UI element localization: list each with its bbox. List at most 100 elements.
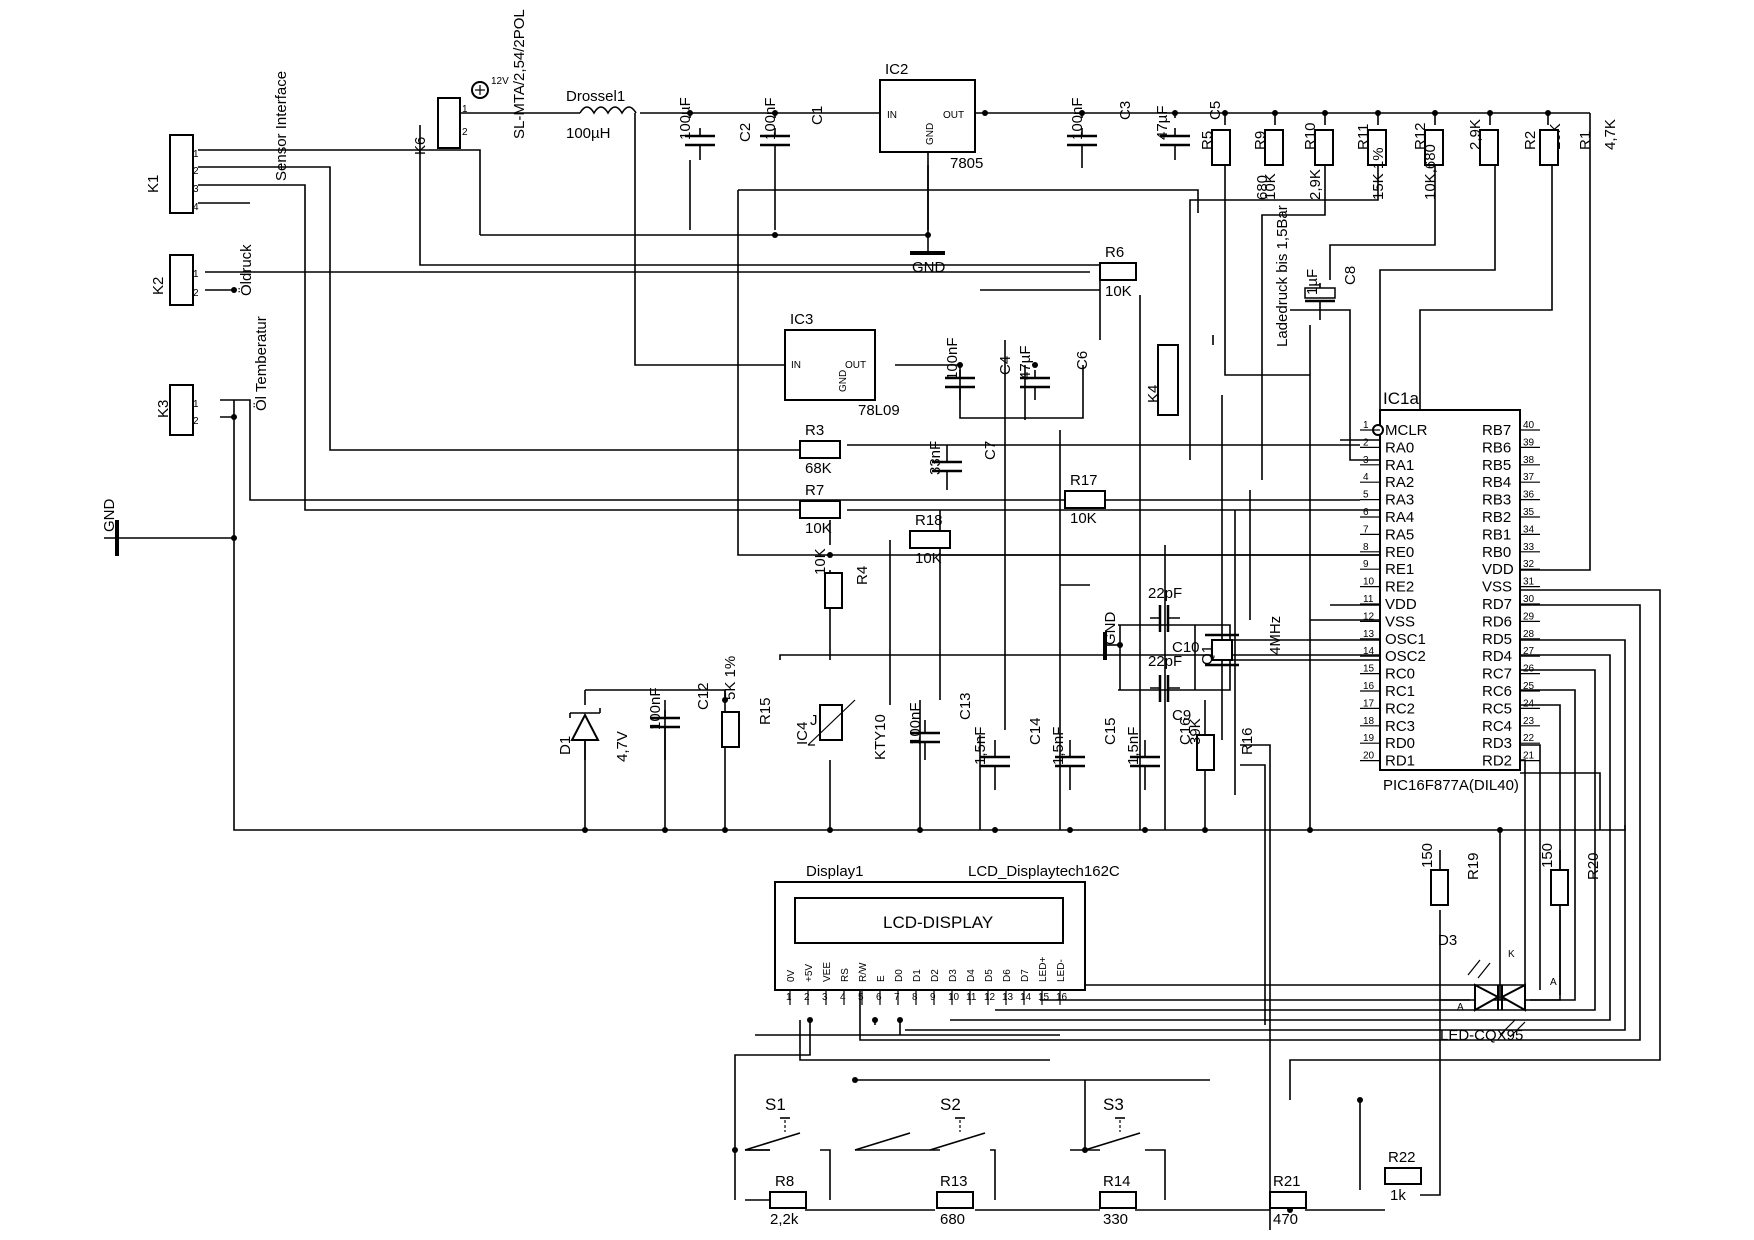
lcd-pin-label: LED+: [1038, 957, 1049, 982]
svg-text:Öl Temberatur: Öl Temberatur: [252, 316, 270, 411]
mcu-pin-label: RC4: [1482, 718, 1512, 735]
mcu-pin-label: VSS: [1385, 613, 1415, 630]
resistor-r14: R14 330: [1099, 1173, 1137, 1228]
mcu-pin-number: 22: [1523, 733, 1535, 744]
svg-text:PIC16F877A(DIL40): PIC16F877A(DIL40): [1383, 777, 1519, 794]
connector-k2: K2 Öldruck: [150, 244, 255, 306]
svg-text:R8: R8: [775, 1173, 794, 1190]
mcu-pin-label: RD0: [1385, 735, 1415, 752]
connector-k3: K3 Öl Temberatur: [155, 316, 270, 436]
svg-text:C8: C8: [1342, 266, 1359, 285]
svg-text:10K: 10K: [1105, 283, 1132, 300]
lcd-pin-number: 16: [1056, 992, 1068, 1003]
svg-text:12V: 12V: [491, 76, 509, 87]
lcd-pin-number: 2: [804, 992, 810, 1003]
svg-text:C4: C4: [997, 356, 1014, 375]
svg-text:150: 150: [1539, 843, 1556, 868]
svg-text:10K: 10K: [805, 520, 832, 537]
mcu-pin-number: 9: [1363, 559, 1369, 570]
svg-text:OUT: OUT: [943, 110, 964, 121]
regulator-ic3: IC3 IN OUT GND 78L09: [784, 311, 900, 419]
lcd-pin-label: RS: [840, 968, 851, 982]
lcd-pin-label: D6: [1002, 969, 1013, 982]
capacitor-c3: 100nF C3: [1067, 97, 1134, 160]
lcd-screen-label: LCD-DISPLAY: [883, 913, 993, 932]
mcu-pin-number: 6: [1363, 507, 1369, 518]
svg-text:R18: R18: [915, 512, 943, 529]
svg-text:R1: R1: [1577, 131, 1594, 150]
svg-text:R17: R17: [1070, 472, 1098, 489]
svg-text:SL-MTA/2,54/2POL: SL-MTA/2,54/2POL: [511, 9, 528, 139]
capacitor-c5: 47µF C5: [1154, 101, 1224, 160]
lcd-pin-number: 11: [966, 992, 977, 1003]
mcu-pin-label: RE2: [1385, 579, 1414, 596]
resistor-r13: R13 680: [936, 1173, 974, 1228]
lcd-pin-number: 10: [948, 992, 960, 1003]
resistor-r22: R22 1k: [1384, 1149, 1422, 1204]
regulator-ic2: IC2 IN OUT GND 7805: [879, 61, 983, 172]
mcu-pin-label: VDD: [1482, 561, 1514, 578]
svg-text:10K,680: 10K,680: [1422, 144, 1439, 200]
mcu-pin-label: RB0: [1482, 544, 1511, 561]
capacitor-c8: 1µF C8: [1304, 266, 1359, 320]
lcd-pin-number: 3: [822, 992, 828, 1003]
lcd-pin-number: 13: [1002, 992, 1014, 1003]
svg-text:C3: C3: [1117, 101, 1134, 120]
capacitor-c12: 100nF C12: [647, 682, 712, 760]
capacitor-c16: 1,5nF C16: [1125, 717, 1194, 790]
switch-s3: S3: [1084, 1095, 1141, 1151]
mcu-pin-label: RA4: [1385, 509, 1414, 526]
mcu-pin-label: RB4: [1482, 474, 1511, 491]
svg-text:100µH: 100µH: [566, 125, 611, 142]
mcu-pin-number: 30: [1523, 594, 1535, 605]
mcu-pin-label: RA0: [1385, 439, 1414, 456]
mcu-pin-label: RD5: [1482, 631, 1512, 648]
mcu-pin-number: 35: [1523, 507, 1535, 518]
mcu-pin-number: 19: [1363, 733, 1375, 744]
svg-text:100nF: 100nF: [907, 702, 924, 745]
svg-text:R16: R16: [1239, 727, 1256, 755]
resistor-r8: R8 2,2k: [769, 1173, 807, 1228]
capacitor-c6: 47µF C6: [1017, 346, 1091, 400]
svg-text:100nF: 100nF: [762, 97, 779, 140]
mcu-pin-label: RD2: [1482, 753, 1512, 770]
gnd-symbols: GND GND GND: [101, 235, 1119, 660]
mcu-pin-number: 24: [1523, 698, 1535, 709]
mcu-pin-label: RD6: [1482, 613, 1512, 630]
mcu-pin-label: RB6: [1482, 439, 1511, 456]
resistor-r6: R6 10K: [1099, 244, 1137, 300]
svg-text:R7: R7: [805, 482, 824, 499]
svg-text:J: J: [810, 712, 818, 729]
lcd-pin-number: 6: [876, 992, 882, 1003]
lcd-pin-number: 14: [1020, 992, 1032, 1003]
resistor-r3: R3 68K: [799, 422, 841, 477]
svg-text:GND: GND: [838, 370, 849, 392]
resistor-r5: R5 680: [1199, 129, 1271, 200]
svg-text:Display1: Display1: [806, 863, 864, 880]
svg-text:2: 2: [193, 288, 199, 299]
svg-text:R19: R19: [1465, 852, 1482, 880]
svg-text:GND: GND: [1102, 612, 1119, 646]
mcu-pin-number: 7: [1363, 524, 1369, 535]
svg-text:K4: K4: [1145, 385, 1162, 403]
svg-text:LCD_Displaytech162C: LCD_Displaytech162C: [968, 863, 1120, 880]
mcu-pin-number: 18: [1363, 716, 1375, 727]
lcd-pin-label: VEE: [822, 962, 833, 982]
capacitor-c13: 100nF C13: [907, 692, 974, 760]
svg-text:C2: C2: [737, 123, 754, 142]
svg-text:C7: C7: [982, 441, 999, 460]
svg-text:10K: 10K: [812, 548, 829, 575]
svg-text:K6: K6: [412, 137, 429, 155]
svg-text:1k: 1k: [1390, 1187, 1406, 1204]
mcu-pin-label: RC2: [1385, 700, 1415, 717]
svg-text:C13: C13: [957, 692, 974, 720]
mcu-pin-label: RC5: [1482, 700, 1512, 717]
svg-text:2: 2: [193, 416, 199, 427]
svg-text:D3: D3: [1438, 932, 1457, 949]
mcu-pin-label: OSC1: [1385, 631, 1426, 648]
svg-text:22pF: 22pF: [1148, 653, 1182, 670]
mcu-pin-number: 3: [1363, 455, 1369, 466]
svg-text:IC4: IC4: [794, 722, 811, 745]
capacitor-c2: 100µF C2: [677, 97, 754, 160]
